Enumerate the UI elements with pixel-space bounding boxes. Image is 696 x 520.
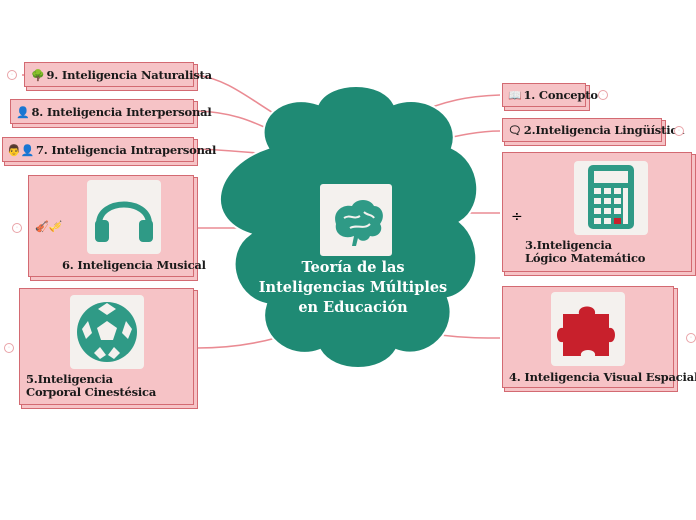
connector-n5: [196, 337, 277, 349]
node-label: 9. Inteligencia Naturalista: [46, 68, 213, 82]
node-label: 6. Inteligencia Musical: [62, 258, 206, 272]
node-concepto[interactable]: 📖1. Concepto: [502, 83, 598, 107]
collapse-dot-visual[interactable]: ◦: [686, 333, 696, 343]
node-naturalista[interactable]: 🌳9. Inteligencia Naturalista: [24, 62, 212, 87]
headphones-tile: [87, 180, 161, 254]
soccer-ball-tile: [70, 295, 144, 369]
collapse-dot-naturalista[interactable]: ◦: [7, 70, 17, 80]
headphones-icon: [95, 201, 153, 242]
puzzle-icon: [557, 306, 615, 356]
collapse-dot-linguistica[interactable]: ◦: [674, 126, 684, 136]
center-title-line-1: Teoría de las: [301, 259, 405, 276]
calculator-icon: [588, 165, 634, 229]
node-interpersonal[interactable]: 👤8. Inteligencia Interpersonal: [10, 99, 212, 124]
tree-icon: 🌳: [31, 69, 45, 82]
calculator-tile: [574, 161, 648, 235]
node-label: 4. Inteligencia Visual Espacial: [509, 370, 696, 384]
puzzle-tile: [551, 292, 625, 366]
node-label: 3.Inteligencia Lógico Matemático: [525, 238, 646, 265]
node-corporal[interactable]: 5.Inteligencia Corporal Cinestésica: [19, 288, 194, 405]
node-linguistica[interactable]: 🗨2.Inteligencia Lingüística: [502, 118, 685, 142]
node-label: 5.Inteligencia Corporal Cinestésica: [26, 372, 157, 399]
node-label: 2.Inteligencia Lingüística: [523, 123, 685, 137]
center-title: Teoría de las Inteligencias Múltiples en…: [258, 258, 448, 318]
brain-icon: [335, 200, 383, 246]
collapse-dot-corporal[interactable]: ◦: [4, 343, 14, 353]
speech-icon: 🗨: [508, 124, 522, 137]
node-intrapersonal[interactable]: 👨👤7. Inteligencia Intrapersonal: [2, 137, 216, 162]
node-logico[interactable]: ÷ 3.Inteligencia Lógico Matemático: [502, 152, 692, 272]
instruments-icon: 🎻🎺: [35, 220, 63, 233]
node-label: 8. Inteligencia Interpersonal: [31, 105, 212, 119]
node-label: 1. Concepto: [523, 88, 599, 102]
node-musical[interactable]: 🎻🎺 6. Inteligencia Musical: [28, 175, 206, 277]
book-icon: 📖: [508, 89, 522, 102]
center-title-line-2: Inteligencias Múltiples: [258, 279, 448, 296]
node-visual[interactable]: 4. Inteligencia Visual Espacial: [502, 286, 696, 388]
center-title-line-3: en Educación: [298, 299, 408, 316]
collapse-dot-concepto[interactable]: ◦: [598, 90, 608, 100]
collapse-dot-musical[interactable]: ◦: [12, 223, 22, 233]
person-icon: 👨👤: [7, 144, 34, 157]
soccer-ball-icon: [77, 302, 137, 362]
people-icon: 👤: [16, 106, 30, 119]
divide-icon: ÷: [511, 209, 523, 225]
node-label: 7. Inteligencia Intrapersonal: [36, 143, 217, 157]
connector-n4: [439, 334, 501, 339]
center-image-tile: [320, 184, 392, 256]
